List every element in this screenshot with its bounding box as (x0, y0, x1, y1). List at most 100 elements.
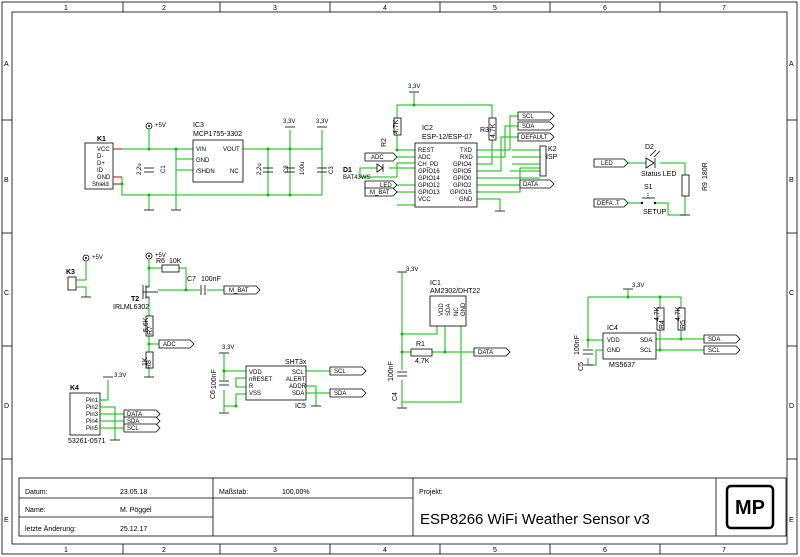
sht-wires (222, 353, 330, 408)
ic2-pin: GPIO4 (453, 162, 472, 168)
date-label: Datum: (25, 489, 48, 496)
svg-text:SCL: SCL (127, 426, 139, 432)
svg-text:DEFAULT: DEFAULT (521, 135, 548, 141)
diode-d1: D1 BAT43WS (343, 163, 384, 181)
capacitor-c2: 2,2u C2 (257, 163, 290, 175)
inner-frame (11, 11, 788, 545)
logo-text: MP (735, 497, 765, 519)
svg-text:DATA: DATA (478, 350, 493, 356)
r3-ref: R3 (480, 127, 489, 134)
ic1-part: AM2302/DHT22 (430, 288, 480, 295)
ic2-pin: GPIO15 (450, 190, 472, 196)
svg-text:ADC: ADC (163, 342, 176, 348)
supply-label: 3,3V (406, 267, 418, 273)
r4-value: 4,7K (654, 306, 661, 321)
ic2-pin: GPIO13 (418, 190, 440, 196)
ic4-pin: VDD (607, 338, 620, 344)
k1-pin-label: VCC (97, 147, 110, 153)
net-label-sda-esp: SDA (517, 121, 555, 131)
col-label: 5 (493, 547, 497, 554)
r4-ref: R4 (659, 320, 666, 329)
svg-text:DATA: DATA (127, 412, 142, 418)
ic5-pin: R (249, 384, 254, 390)
k4-pin: Pin1 (86, 398, 99, 404)
ic2-pin: GPIO16 (418, 169, 440, 175)
ic4-pin: SCL (640, 348, 652, 354)
scale-value: 100,00% (282, 489, 310, 496)
supply-5v-k3: +5V (82, 254, 103, 262)
supply-3v3-ms: 3,3V (623, 283, 644, 290)
name-value: M. Pöggel (120, 507, 152, 514)
d1-part: BAT43WS (343, 175, 371, 181)
capacitor-c3: 100u C3 (285, 162, 335, 175)
power-wires (120, 129, 323, 210)
r9-value: 180R (702, 162, 709, 179)
supply-label: 3,3V (632, 283, 644, 289)
supply-label: +5V (155, 123, 166, 129)
ground-dht (397, 402, 407, 409)
ic2-pin: RXD (460, 155, 473, 161)
connector-k3: K3 (66, 261, 91, 298)
sensor-ic5: SHT3x VDD nRESET R VSS SCL ALERT ADDR SD… (245, 359, 307, 410)
row-label: C (4, 290, 9, 297)
row-ruler-right: A B C D E (787, 61, 797, 524)
ic5-pin: nRESET (249, 377, 273, 383)
col-label: 7 (722, 5, 726, 12)
net-label-adc-esp: ADC (364, 152, 398, 162)
supply-3v3-k4: 3,3V (103, 373, 126, 379)
column-ruler-bottom: 1 2 3 4 5 6 7 (64, 544, 726, 554)
col-label: 7 (722, 547, 726, 554)
ic2-pin: ADC (418, 155, 431, 161)
capacitor-c6: C6 100nF (210, 369, 229, 399)
regulator-ic3: IC3 MCP1755-3302 VIN GND /SHDN VOUT NC (192, 122, 244, 183)
row-label: B (4, 177, 9, 184)
net-label-scl-ms: SCL (703, 345, 741, 355)
r8-value: 1K (142, 357, 149, 366)
c7-ref: C7 (187, 276, 196, 283)
col-label: 1 (64, 547, 68, 554)
ground-sht (219, 405, 321, 414)
r2-value: 4,7K (393, 119, 400, 134)
net-label-default-esp: DEFAULT (517, 132, 555, 142)
status-led-d2: D2 Status LED (641, 144, 676, 178)
net-label-data-esp: DATA (519, 179, 555, 189)
r1-value: 4,7K (415, 358, 430, 365)
supply-label: 3,3V (222, 345, 234, 351)
svg-text:SDA: SDA (334, 391, 346, 397)
resistor-r2: 4,7K R2 (381, 117, 402, 147)
d1-ref: D1 (343, 167, 352, 174)
supply-5v-top: +5V (145, 122, 166, 130)
svg-text:DATA: DATA (523, 182, 538, 188)
mosfet-t2: T2 IRLML6302 (113, 285, 158, 311)
ic5-pin: VSS (249, 391, 261, 397)
svg-text:SCL: SCL (708, 348, 720, 354)
column-ruler-top: 1 2 3 4 5 6 7 (64, 2, 726, 12)
c7-value: 100nF (201, 276, 221, 283)
k1-pin-label: D- (97, 154, 103, 160)
connector-k4: K4 Pin1 Pin2 Pin3 Pin4 Pin5 53261-0571 (68, 380, 124, 445)
t2-part: IRLML6302 (113, 304, 149, 311)
capacitor-c1: 2,2u C1 (137, 163, 167, 175)
supply-label: 3,3V (283, 119, 295, 125)
net-label-default-right: DEFA..T (593, 198, 629, 208)
supply-3v3-sht: 3,3V (219, 345, 234, 354)
net-label-sda-sht: SDA (329, 388, 367, 398)
led-circuit-wires (628, 162, 686, 216)
ic2-ref: IC2 (422, 125, 433, 132)
isp-header-k2: K2 ISP (539, 145, 558, 177)
svg-text:LED: LED (601, 161, 613, 167)
supply-label: +5V (155, 253, 166, 259)
ms-wires (586, 289, 704, 366)
ic1-pin: SDA (446, 304, 452, 316)
ic5-ref: IC5 (295, 403, 306, 410)
ic5-pin: VDD (249, 370, 262, 376)
ic2-pin: GPIO14 (418, 176, 440, 182)
k4-part: 53261-0571 (68, 438, 105, 445)
capacitor-c4: C4 100nF (388, 361, 407, 401)
resistor-r9: R9 180R (681, 162, 709, 197)
k4-pin: Pin4 (86, 419, 99, 425)
net-label-mbat-esp: M_BAT (364, 187, 398, 197)
ic2-pin: TXD (460, 148, 473, 154)
sensor-ic1: IC1 AM2302/DHT22 VDD SDA NC GND (429, 280, 480, 327)
